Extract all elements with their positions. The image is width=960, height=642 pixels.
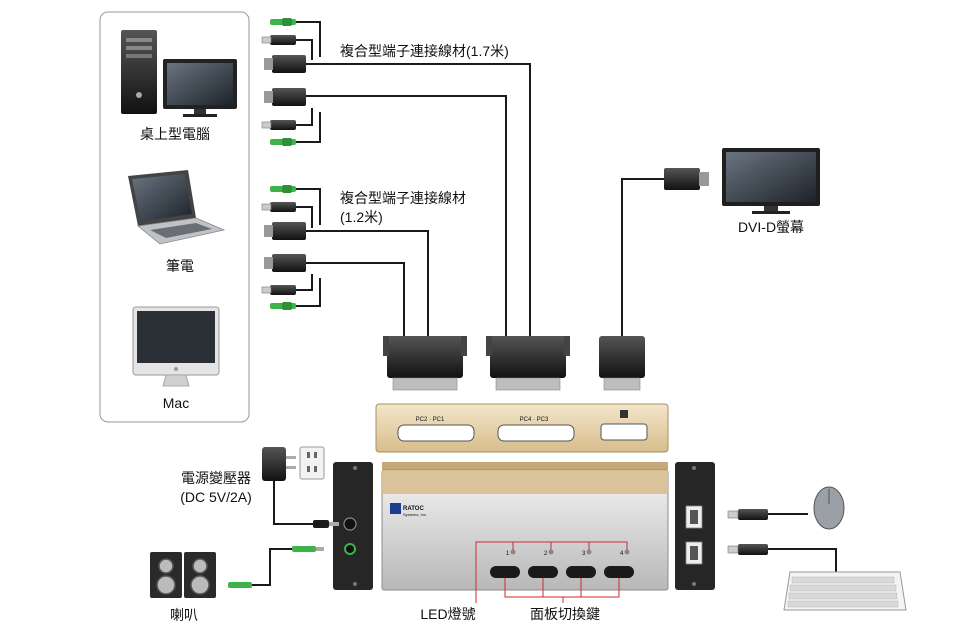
dvi-plug-icon [664,168,700,190]
short-cable-label-line1: 複合型端子連接線材 [340,190,466,206]
usb-plug-icon [738,509,768,520]
laptop-label: 筆電 [166,258,194,274]
dvi-port-icon [600,423,648,441]
switch-button-4[interactable] [604,566,634,578]
kvm-left-side [333,462,373,590]
power-outlet-icon [299,446,325,480]
dvi-plug-icon [272,254,306,272]
audio-plug-icon [292,546,316,552]
kvm-input-plugs [383,336,645,391]
dvi-plug-icon [272,88,306,106]
led-4 [624,549,630,555]
dvi-monitor [621,148,820,336]
adapter-label-line1: 電源變壓器 [181,470,251,486]
audio-jack-icon [344,543,356,555]
led-2 [548,549,554,555]
mac-label: Mac [163,395,189,411]
led-1 [510,549,516,555]
rear-port-label-left: PC2 · PC1 [416,417,445,423]
speakers [150,546,324,598]
dsub-plug-icon [387,336,463,378]
long-cable-label: 複合型端子連接線材(1.7米) [340,43,509,59]
led-3 [586,549,592,555]
mouse-keyboard [727,486,907,611]
port-number-2: 2 [544,551,548,557]
kvm-rear-panel: PC2 · PC1 PC4 · PC3 [375,403,669,453]
dsub-plug-icon [490,336,566,378]
dc-jack-icon [343,517,357,531]
usb-plug-icon [270,120,296,130]
usb-plug-icon [270,285,296,295]
power-adapter-icon [262,447,286,481]
port-number-3: 3 [582,551,586,557]
led-callout-label: LED燈號 [420,606,475,622]
button-callout-label: 面板切換鍵 [530,606,600,622]
cable-set-1 [296,21,531,336]
laptop-computer [128,170,226,245]
cable-set-2 [296,188,429,336]
power-adapter [262,446,339,528]
usb-plug-icon [738,544,768,555]
kvm-right-side [675,462,715,590]
dsub-port-icon [397,424,475,442]
dvi-plug-icon [272,222,306,240]
port-number-1: 1 [506,551,510,557]
short-cable-label-line2: (1.2米) [340,209,383,225]
connector-set-2 [261,185,306,310]
mouse-icon [813,486,845,530]
dvi-plug-icon [599,336,645,378]
desktop-label: 桌上型電腦 [140,126,210,142]
connector-set-1 [261,18,306,146]
switch-button-1[interactable] [490,566,520,578]
callout-lines [475,541,628,603]
usb-plug-icon [270,35,296,45]
speaker-label: 喇叭 [170,607,198,623]
switch-button-2[interactable] [528,566,558,578]
dvi-plug-icon [272,55,306,73]
monitor-label: DVI-D螢幕 [738,219,804,235]
rs-logo-icon [390,503,401,514]
desktop-computer [121,30,237,117]
usb-plug-icon [270,202,296,212]
brand-subtitle: Systems, Inc. [403,512,427,517]
audio-plug-icon [228,582,252,588]
adapter-label-line2: (DC 5V/2A) [180,489,252,505]
mac-computer [132,306,220,387]
brand-logo: RATOC [403,506,424,512]
kvm-switch: RATOC Systems, Inc. 1 2 3 4 [381,462,669,591]
port-number-4: 4 [620,551,624,557]
rear-port-label-right: PC4 · PC3 [520,417,549,423]
switch-button-3[interactable] [566,566,596,578]
dsub-port-icon [497,424,575,442]
tower-icon [121,30,157,114]
